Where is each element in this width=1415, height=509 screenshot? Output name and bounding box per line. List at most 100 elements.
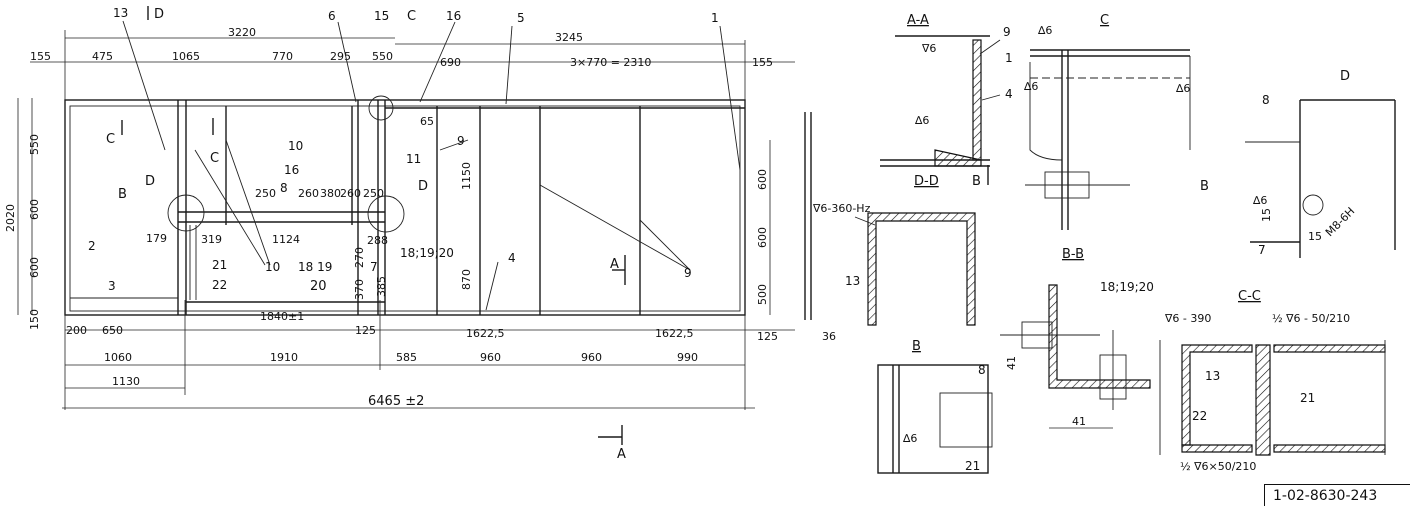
main-dimension-text: 3220 3245 155 475 1065 770 295 550 690 3… [4, 26, 836, 409]
callout-11: 11 [406, 152, 421, 166]
detail-b-title: B [912, 339, 921, 354]
callout-1: 1 [711, 11, 719, 25]
callout-15: 15 [374, 9, 389, 23]
detail-c: C ∆6 ∆6 ∆6 B [1023, 13, 1209, 230]
d-callout-8: 8 [1262, 93, 1270, 107]
cut-d-top: D [154, 7, 164, 22]
c-weld2: ∆6 [1023, 80, 1038, 93]
cut-b-left: B [118, 187, 127, 202]
cc-weld3: ½ ∇6×50/210 [1180, 460, 1256, 473]
section-a-a: A-A ∇6 ∆6 9 1 4 B [880, 13, 1013, 189]
dim-600v2: 600 [28, 257, 41, 278]
aa-callout-1: 1 [1005, 51, 1013, 65]
section-b-b-title: B-B [1062, 247, 1084, 262]
dim-65: 65 [420, 115, 434, 128]
callout-10b: 10 [265, 260, 280, 274]
detail-c-title: C [1100, 13, 1109, 28]
dim-385: 385 [375, 276, 388, 297]
dim-600r2: 600 [756, 227, 769, 248]
section-c-c-title: C-C [1238, 289, 1261, 304]
cut-c-left: C [106, 132, 115, 147]
cut-a-upper: A [610, 257, 619, 272]
dim-1124: 1124 [272, 233, 300, 246]
callout-3: 3 [108, 279, 116, 293]
callout-10a: 10 [288, 139, 303, 153]
dim-380: 380 [320, 187, 341, 200]
section-d-d-title: D-D [914, 174, 939, 189]
cut-b-aa: B [972, 174, 981, 189]
dim-155b: 155 [752, 56, 773, 69]
callout-22: 22 [212, 278, 227, 292]
dim-475: 475 [92, 50, 113, 63]
dim-1622a: 1622,5 [466, 327, 505, 340]
cut-b-c: B [1200, 179, 1209, 194]
dim-2020: 2020 [4, 204, 17, 232]
callout-20: 20 [310, 279, 327, 294]
dd-callout-13: 13 [845, 274, 860, 288]
dim-550: 550 [372, 50, 393, 63]
dim-1060: 1060 [104, 351, 132, 364]
dim-260b: 260 [340, 187, 361, 200]
cut-labels: C C C D D D B A A [106, 7, 626, 462]
dimension-lines [17, 30, 795, 410]
dim-top-left: 3220 [228, 26, 256, 39]
bb-dim41b: 41 [1005, 356, 1018, 370]
callout-16a: 16 [284, 163, 299, 177]
drawing-number: 1-02-8630-243 [1264, 484, 1410, 506]
dim-770: 770 [272, 50, 293, 63]
bb-dim41a: 41 [1072, 415, 1086, 428]
callout-6: 6 [328, 9, 336, 23]
dim-1130: 1130 [112, 375, 140, 388]
dim-1150: 1150 [460, 162, 473, 190]
d-dim15b: 15 [1308, 230, 1322, 243]
dim-3x770: 3×770 = 2310 [570, 56, 651, 69]
aa-weld2: ∆6 [914, 114, 929, 127]
cc-callout-22: 22 [1192, 409, 1207, 423]
callout-4: 4 [508, 251, 516, 265]
d-weld: ∆6 [1252, 194, 1267, 207]
callout-18-19: 18 19 [298, 260, 332, 274]
cut-c-top: C [407, 9, 416, 24]
dim-155a: 155 [30, 50, 51, 63]
bb-callout: 18;19;20 [1100, 280, 1154, 294]
callout-16b: 16 [446, 9, 461, 23]
callout-21: 21 [212, 258, 227, 272]
detail-d: D 8 7 ∆6 M8-6H 15 15 [1245, 69, 1396, 258]
cc-weld1: ∇6 - 390 [1164, 312, 1211, 325]
dim-960a: 960 [480, 351, 501, 364]
dim-150v: 150 [28, 309, 41, 330]
callout-8: 8 [280, 181, 288, 195]
cut-c-mid: C [210, 151, 219, 166]
cc-callout-13: 13 [1205, 369, 1220, 383]
dim-125b: 125 [757, 330, 778, 343]
callout-18-19-20: 18;19;20 [400, 246, 454, 260]
dim-650: 650 [102, 324, 123, 337]
dim-250a: 250 [255, 187, 276, 200]
dim-260a: 260 [298, 187, 319, 200]
dim-1065: 1065 [172, 50, 200, 63]
dim-250b: 250 [363, 187, 384, 200]
dim-200: 200 [66, 324, 87, 337]
main-elevation [64, 6, 812, 445]
aa-callout-4: 4 [1005, 87, 1013, 101]
dim-585: 585 [396, 351, 417, 364]
dim-270: 270 [353, 247, 366, 268]
dim-550v: 550 [28, 134, 41, 155]
section-c-c: C-C ∇6 - 390 ½ ∇6 - 50/210 ½ ∇6×50/210 1… [1159, 289, 1386, 473]
dim-370: 370 [353, 279, 366, 300]
dim-690: 690 [440, 56, 461, 69]
dim-1910: 1910 [270, 351, 298, 364]
d-callout-7: 7 [1258, 243, 1266, 257]
dim-870: 870 [460, 269, 473, 290]
c-weld3: ∆6 [1175, 82, 1190, 95]
callout-7: 7 [370, 260, 378, 274]
dim-overall: 6465 ±2 [368, 394, 424, 409]
dim-288: 288 [367, 234, 388, 247]
cc-callout-21: 21 [1300, 391, 1315, 405]
dim-179: 179 [146, 232, 167, 245]
aa-weld1: ∇6 [921, 42, 936, 55]
dim-1622b: 1622,5 [655, 327, 694, 340]
d-dim15a: 15 [1260, 208, 1273, 222]
cc-weld2: ½ ∇6 - 50/210 [1272, 312, 1350, 325]
